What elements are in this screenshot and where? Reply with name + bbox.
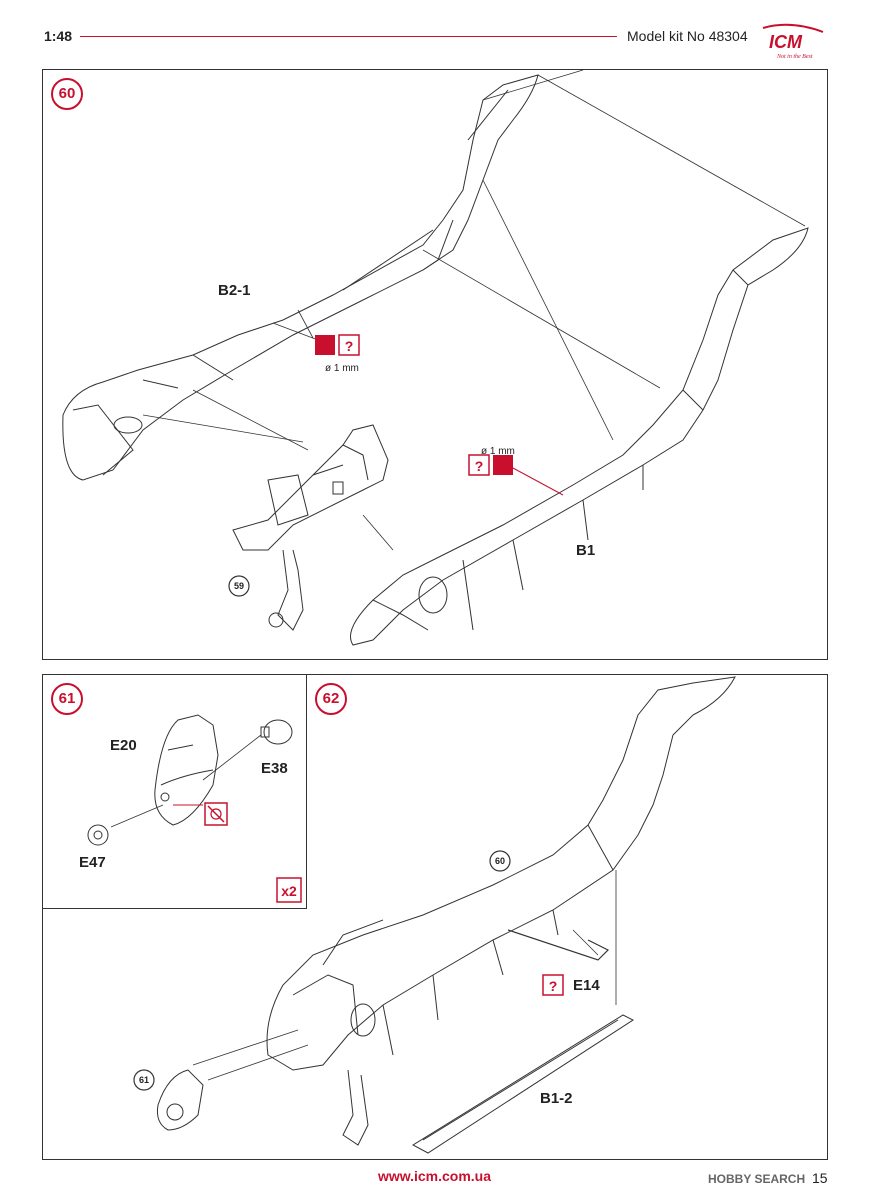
label-b1-2: B1-2 [540,1090,573,1107]
logo-tagline: Not in the Best [776,54,813,60]
ref-61: 61 [139,1075,149,1085]
step-62-diagram: ? E14 B1-2 60 61 [133,676,736,1154]
ref-60: 60 [495,856,505,866]
part-e47 [87,824,109,846]
skid-e14 [507,929,610,961]
drill-size-1: ø 1 mm [325,363,359,374]
question-mark-1: ? [345,338,354,354]
header-rule [80,36,617,37]
cockpit-seat-part [232,424,389,551]
question-icon-2 [468,454,490,476]
kit-number: Model kit No 48304 [627,28,748,44]
part-e20 [154,714,219,826]
label-b2-1: B2-1 [218,282,251,299]
landing-gear-59 [277,549,304,631]
label-e14: E14 [573,977,600,994]
label-e47: E47 [79,854,106,871]
footer-url[interactable]: www.icm.com.ua [377,1168,492,1184]
scale-label: 1:48 [44,28,73,44]
ref-circle-60 [489,850,511,872]
question-mark-2: ? [475,458,484,474]
assembled-fuselage [266,676,736,1071]
drill-icon-2 [493,455,513,475]
logo-text: ICM [769,32,803,52]
step-60-diagram: ? ? B2-1 B1 ø 1 mm ø 1 mm 59 [62,70,809,646]
drill-icon-1 [315,335,335,355]
step-61-panel: 61 E20 E38 E47 x2 [42,674,307,909]
step-62-number: 62 [315,683,347,715]
ref-circle-61 [133,1069,155,1091]
question-icon-3 [542,974,564,996]
part-e38 [263,719,293,745]
fuselage-half-b2-1 [62,74,539,481]
watermark: HOBBY SEARCH [708,1172,806,1186]
label-e20: E20 [110,737,137,754]
fuselage-half-b1 [350,227,809,646]
page-number: 15 [812,1170,828,1186]
question-mark-3: ? [549,978,558,994]
multiplier-box [276,877,302,903]
rotor-blade-b1-2 [411,1014,635,1154]
step-61-number: 61 [51,683,83,715]
step-60-number: 60 [51,78,83,110]
ref-59: 59 [234,581,244,591]
step-61-diagram: E20 E38 E47 x2 [79,714,302,903]
label-b1: B1 [576,542,595,559]
step-60-panel: 60 [42,69,828,660]
multiplier-label: x2 [281,883,297,899]
icm-logo: ICM Not in the Best [762,23,824,60]
label-e38: E38 [261,760,288,777]
landing-gear [342,1069,369,1146]
question-icon-1 [338,334,360,356]
drill-size-2: ø 1 mm [481,446,515,457]
ref-circle-59 [228,575,250,597]
hub-assembly-61 [157,1069,204,1131]
